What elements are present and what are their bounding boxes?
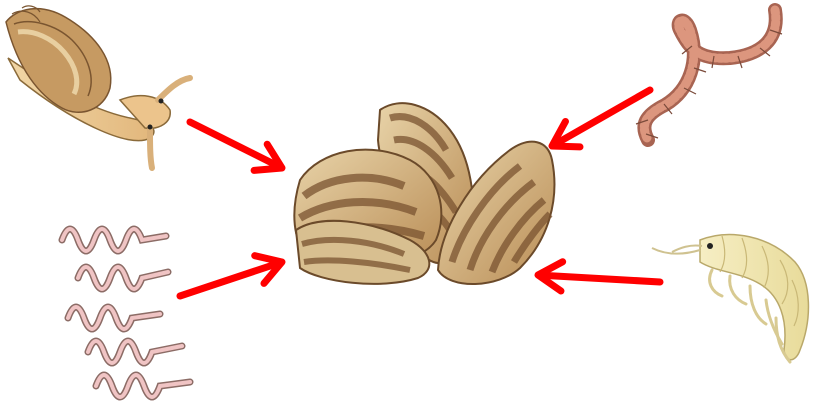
arrow-segmented-worm-to-mussel-cluster [552,90,650,147]
amphipod-illustration [652,235,808,362]
segmented-worm-illustration [636,10,782,140]
arrow-worms-to-mussel-cluster [180,256,282,296]
arrow-amphipod-to-mussel-cluster [538,262,660,291]
snail-illustration [6,6,190,168]
mussel-cluster [294,103,554,284]
arrow-snail-to-mussel-cluster [190,122,282,170]
worms-illustration [62,229,190,397]
